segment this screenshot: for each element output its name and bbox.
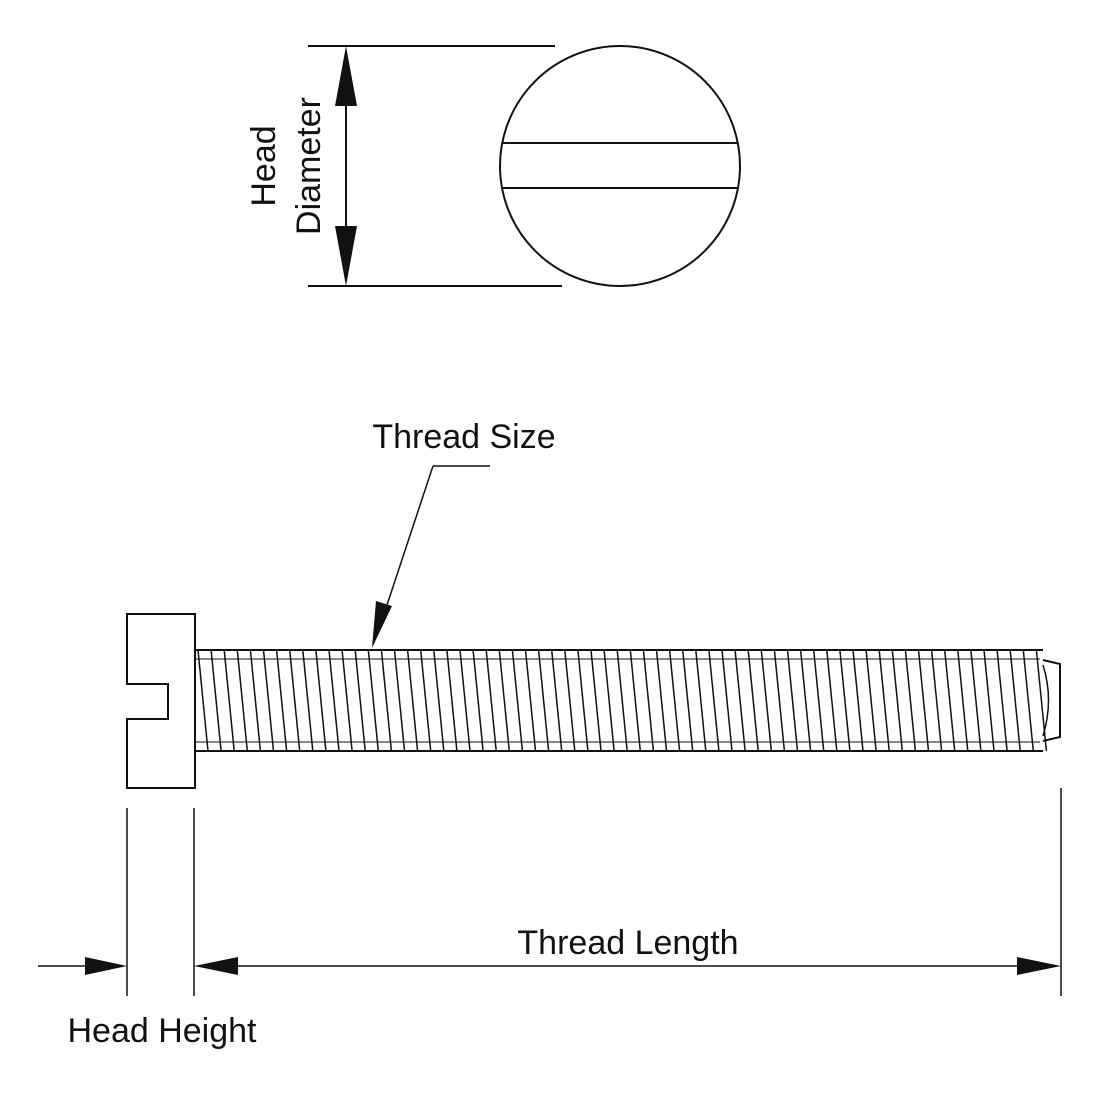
thread-crest-line: [655, 650, 668, 751]
thread-crest-line: [223, 650, 235, 751]
thread-crest-line: [419, 650, 432, 751]
thread-crest-line: [197, 650, 209, 751]
thread-crest-line: [786, 650, 799, 751]
thread-crest-line: [315, 650, 327, 751]
thread-crest-line: [564, 650, 576, 751]
thread-crest-line: [1022, 650, 1035, 751]
thread-crest-line: [629, 650, 642, 751]
thread-crest-line: [537, 650, 550, 751]
thread-crest-line: [878, 650, 890, 751]
thread-crest-line: [747, 650, 759, 751]
screw-tip-curve: [1042, 664, 1050, 737]
screw-head-circle: [499, 45, 741, 287]
screw-head-side: [126, 613, 196, 789]
screw-side-view: [126, 613, 1061, 789]
thread-crest-line: [550, 650, 563, 751]
thread-crest-line: [354, 650, 366, 751]
thread-crest-line: [799, 650, 812, 751]
thread-crest-line: [341, 650, 353, 751]
thread-crest-line: [616, 650, 628, 751]
thread-crest-line: [852, 650, 864, 751]
thread-crest-line: [812, 650, 825, 751]
thread-crest-line: [721, 650, 733, 751]
thread-crest-line: [983, 650, 995, 751]
head-top-view: [308, 45, 741, 287]
thread-crest-line: [734, 650, 746, 751]
head-diameter-arrow-down: [335, 226, 357, 286]
thread-length-label: Thread Length: [517, 924, 738, 962]
head-diameter-arrow-up: [335, 46, 357, 106]
thread-crest-line: [826, 650, 838, 751]
thread-crest-line: [970, 650, 982, 751]
thread-crests: [197, 650, 1048, 751]
thread-crest-line: [930, 650, 943, 751]
thread-crest-line: [603, 650, 615, 751]
thread-size-arrow: [372, 601, 392, 648]
thread-crest-line: [904, 650, 917, 751]
head-height-arrow: [85, 957, 127, 975]
thread-crest-line: [891, 650, 904, 751]
thread-crest-line: [236, 650, 249, 751]
thread-crest-line: [459, 650, 471, 751]
thread-crest-line: [210, 650, 222, 751]
thread-crest-line: [668, 650, 681, 751]
thread-crest-line: [839, 650, 851, 751]
thread-crest-line: [275, 650, 288, 751]
thread-crest-line: [433, 650, 445, 751]
thread-crest-line: [367, 650, 380, 751]
thread-crest-line: [1035, 650, 1048, 751]
thread-crest-line: [328, 650, 340, 751]
head-diameter-label-line1: Head: [245, 125, 283, 206]
thread-crest-line: [393, 650, 406, 751]
thread-crest-line: [590, 650, 602, 751]
thread-crest-line: [262, 650, 275, 751]
head-diameter-label-line2: Diameter: [290, 97, 328, 235]
thread-crest-line: [406, 650, 419, 751]
thread-crest-line: [642, 650, 655, 751]
screw-chamfer-tip: [1042, 659, 1061, 742]
thread-crest-line: [485, 650, 497, 751]
thread-crest-line: [577, 650, 589, 751]
thread-crest-line: [446, 650, 458, 751]
thread-crest-line: [957, 650, 969, 751]
thread-crest-line: [1009, 650, 1021, 751]
thread-crest-line: [681, 650, 694, 751]
thread-crest-line: [760, 650, 773, 751]
head-height-label: Head Height: [67, 1012, 257, 1050]
thread-crest-line: [472, 650, 484, 751]
thread-crest-line: [524, 650, 537, 751]
thread-crest-line: [695, 650, 707, 751]
thread-crest-line: [943, 650, 956, 751]
thread-crest-line: [865, 650, 877, 751]
thread-crest-line: [511, 650, 524, 751]
thread-length-arrow-left: [194, 957, 238, 975]
thread-crest-line: [498, 650, 511, 751]
thread-crest-line: [708, 650, 720, 751]
thread-crest-line: [302, 650, 314, 751]
thread-crest-line: [773, 650, 786, 751]
thread-crest-line: [288, 650, 301, 751]
thread-crest-line: [249, 650, 262, 751]
thread-crest-line: [996, 650, 1008, 751]
thread-crest-line: [380, 650, 393, 751]
thread-crest-line: [917, 650, 930, 751]
thread-size-label: Thread Size: [372, 418, 555, 456]
thread-size-leader-line: [383, 465, 434, 615]
thread-length-arrow-right: [1017, 957, 1061, 975]
